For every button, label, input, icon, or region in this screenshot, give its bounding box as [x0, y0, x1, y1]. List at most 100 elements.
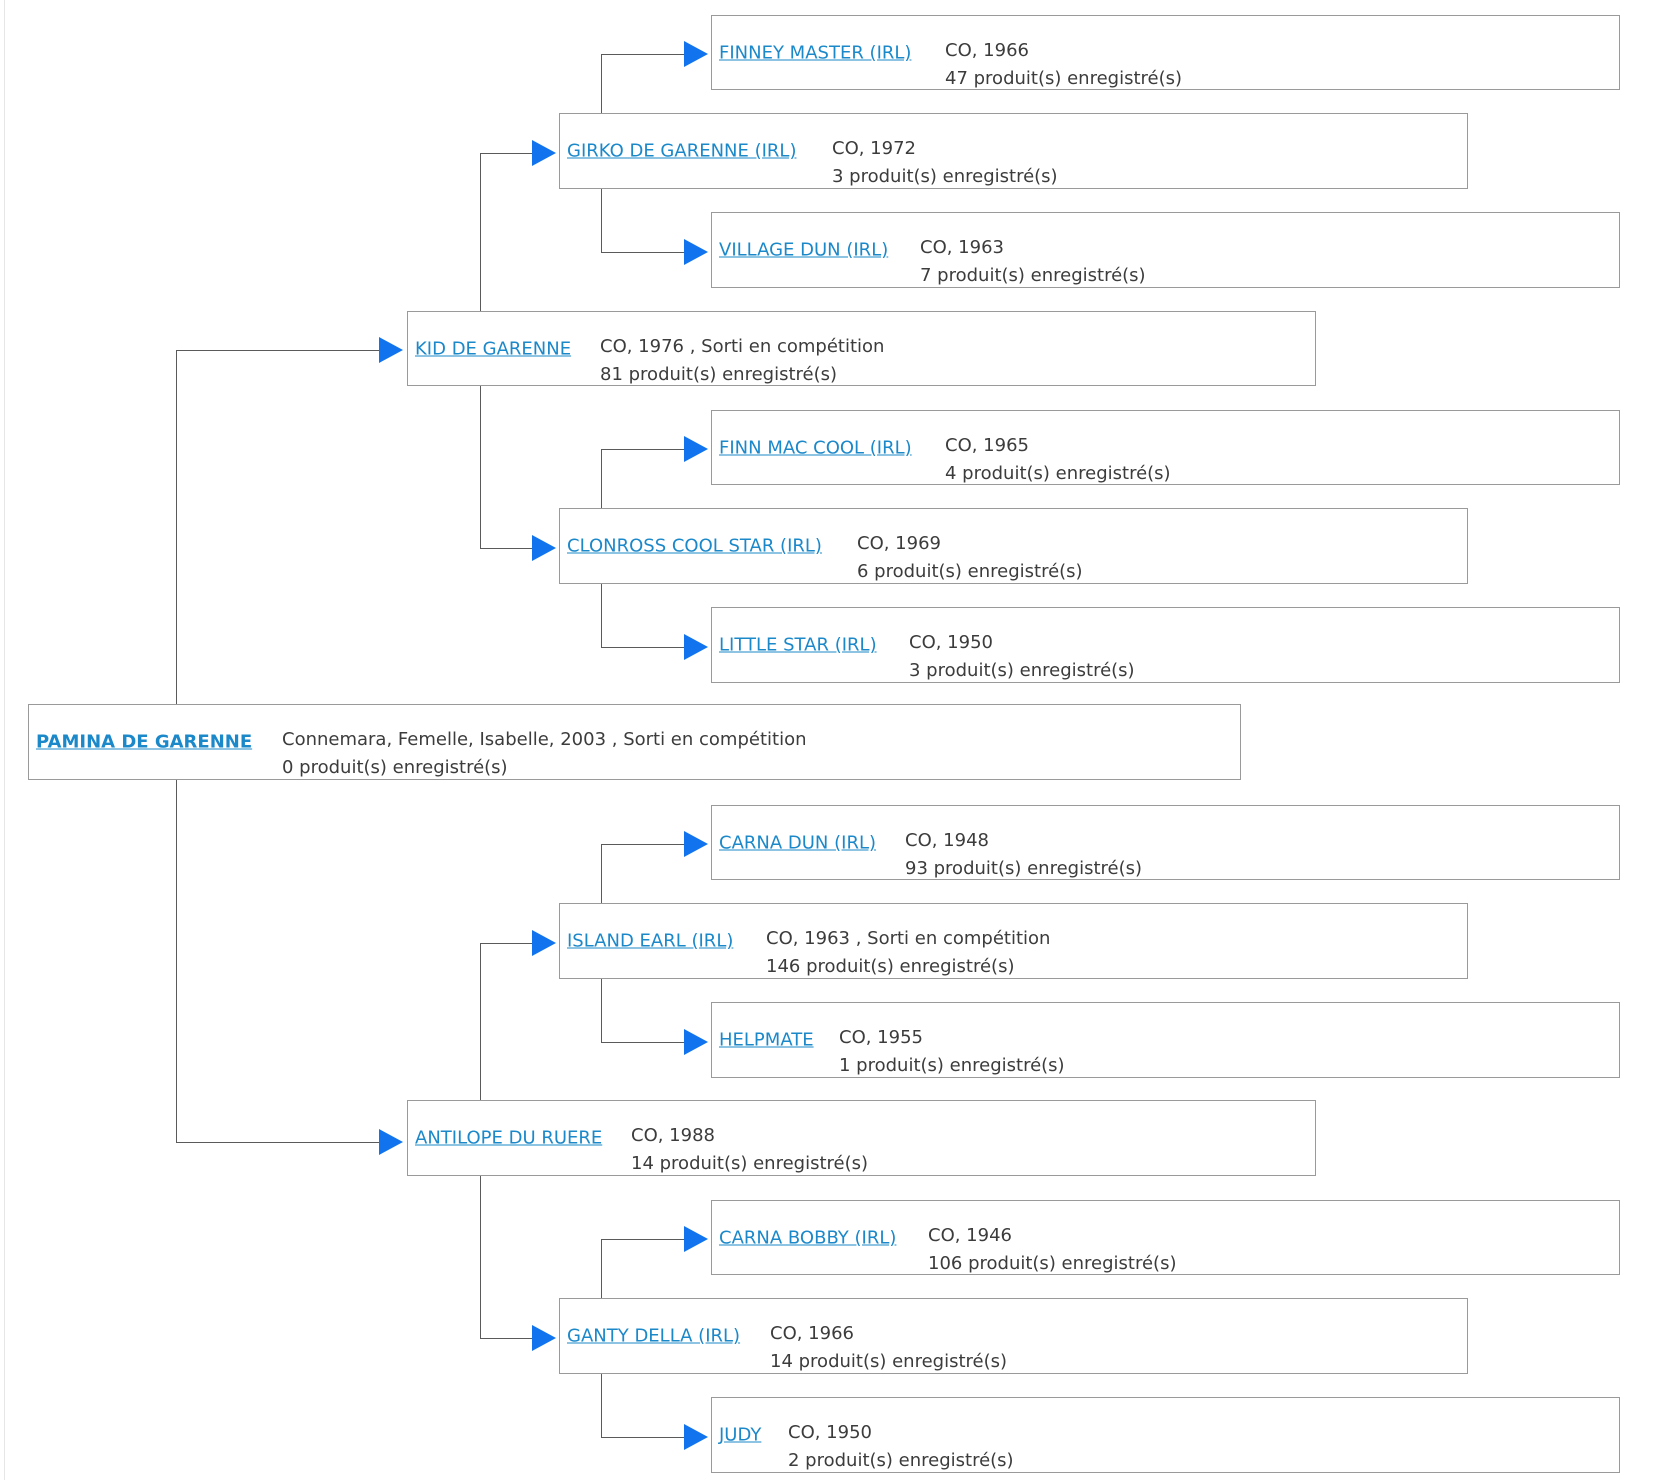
arrow-right-icon	[379, 1129, 403, 1155]
horse-details: CO, 1969	[857, 533, 941, 554]
horse-link-sire-dam-dam[interactable]: LITTLE STAR (IRL)	[719, 634, 877, 656]
horse-card-sire-sire-dam: VILLAGE DUN (IRL) CO, 1963 7 produit(s) …	[711, 212, 1620, 288]
horse-offspring-count: 106 produit(s) enregistré(s)	[928, 1253, 1177, 1274]
horse-link-dam-sire[interactable]: ISLAND EARL (IRL)	[567, 930, 734, 952]
connector-line	[601, 844, 687, 845]
connector-line	[480, 153, 535, 154]
left-frame-border	[4, 0, 5, 1480]
horse-card-sire-dam-sire: FINN MAC COOL (IRL) CO, 1965 4 produit(s…	[711, 410, 1620, 485]
connector-line	[480, 1176, 481, 1338]
arrow-right-icon	[684, 831, 708, 857]
horse-info: CO, 1966 14 produit(s) enregistré(s)	[770, 1320, 1007, 1376]
horse-info: CO, 1950 2 produit(s) enregistré(s)	[788, 1419, 1014, 1475]
horse-link-sire-sire-sire[interactable]: FINNEY MASTER (IRL)	[719, 42, 912, 64]
horse-offspring-count: 1 produit(s) enregistré(s)	[839, 1055, 1065, 1076]
horse-details: Connemara, Femelle, Isabelle, 2003 , Sor…	[282, 729, 807, 750]
horse-offspring-count: 0 produit(s) enregistré(s)	[282, 757, 508, 778]
horse-link-dam-dam[interactable]: GANTY DELLA (IRL)	[567, 1325, 741, 1347]
connector-line	[480, 943, 535, 944]
connector-line	[601, 189, 602, 252]
horse-card-sire-sire: GIRKO DE GARENNE (IRL) CO, 1972 3 produi…	[559, 113, 1468, 189]
horse-link-dam-sire-sire[interactable]: CARNA DUN (IRL)	[719, 832, 876, 854]
horse-offspring-count: 6 produit(s) enregistré(s)	[857, 561, 1083, 582]
horse-info: CO, 1976 , Sorti en compétition 81 produ…	[600, 333, 884, 389]
horse-offspring-count: 81 produit(s) enregistré(s)	[600, 364, 838, 385]
horse-link-sire-sire[interactable]: GIRKO DE GARENNE (IRL)	[567, 140, 797, 162]
horse-card-dam: ANTILOPE DU RUERE CO, 1988 14 produit(s)…	[407, 1100, 1316, 1176]
horse-link-sire-sire-dam[interactable]: VILLAGE DUN (IRL)	[719, 239, 889, 261]
connector-line	[480, 153, 481, 311]
horse-info: CO, 1946 106 produit(s) enregistré(s)	[928, 1222, 1176, 1278]
horse-info: CO, 1950 3 produit(s) enregistré(s)	[909, 629, 1135, 685]
horse-offspring-count: 14 produit(s) enregistré(s)	[770, 1351, 1008, 1372]
connector-line	[601, 647, 687, 648]
horse-card-dam-sire: ISLAND EARL (IRL) CO, 1963 , Sorti en co…	[559, 903, 1468, 979]
horse-info: CO, 1966 47 produit(s) enregistré(s)	[945, 37, 1182, 93]
horse-info: Connemara, Femelle, Isabelle, 2003 , Sor…	[282, 726, 807, 782]
horse-link-root[interactable]: PAMINA DE GARENNE	[36, 731, 253, 753]
horse-details: CO, 1955	[839, 1027, 923, 1048]
connector-line	[601, 1239, 602, 1298]
horse-offspring-count: 2 produit(s) enregistré(s)	[788, 1450, 1014, 1471]
arrow-right-icon	[379, 337, 403, 363]
connector-line	[601, 1374, 602, 1437]
arrow-right-icon	[532, 535, 556, 561]
horse-info: CO, 1988 14 produit(s) enregistré(s)	[631, 1122, 868, 1178]
horse-details: CO, 1963	[920, 237, 1004, 258]
horse-details: CO, 1972	[832, 138, 916, 159]
connector-line	[480, 548, 535, 549]
horse-info: CO, 1948 93 produit(s) enregistré(s)	[905, 827, 1142, 883]
arrow-right-icon	[684, 1226, 708, 1252]
arrow-right-icon	[532, 930, 556, 956]
horse-offspring-count: 93 produit(s) enregistré(s)	[905, 858, 1143, 879]
connector-line	[601, 1042, 687, 1043]
horse-card-dam-dam-dam: JUDY CO, 1950 2 produit(s) enregistré(s)	[711, 1397, 1620, 1473]
horse-details: CO, 1950	[788, 1422, 872, 1443]
connector-line	[480, 1338, 535, 1339]
horse-details: CO, 1988	[631, 1125, 715, 1146]
connector-line	[601, 54, 602, 113]
connector-line	[176, 350, 177, 704]
horse-card-sire: KID DE GARENNE CO, 1976 , Sorti en compé…	[407, 311, 1316, 386]
horse-details: CO, 1966	[770, 1323, 854, 1344]
horse-details: CO, 1963 , Sorti en compétition	[766, 928, 1051, 949]
horse-card-sire-sire-sire: FINNEY MASTER (IRL) CO, 1966 47 produit(…	[711, 15, 1620, 90]
horse-card-dam-dam-sire: CARNA BOBBY (IRL) CO, 1946 106 produit(s…	[711, 1200, 1620, 1275]
horse-info: CO, 1965 4 produit(s) enregistré(s)	[945, 432, 1171, 488]
horse-link-dam-sire-dam[interactable]: HELPMATE	[719, 1029, 814, 1051]
horse-card-dam-sire-sire: CARNA DUN (IRL) CO, 1948 93 produit(s) e…	[711, 805, 1620, 880]
arrow-right-icon	[532, 1325, 556, 1351]
horse-card-sire-dam-dam: LITTLE STAR (IRL) CO, 1950 3 produit(s) …	[711, 607, 1620, 683]
arrow-right-icon	[684, 41, 708, 67]
connector-line	[601, 252, 687, 253]
horse-link-dam-dam-sire[interactable]: CARNA BOBBY (IRL)	[719, 1227, 897, 1249]
arrow-right-icon	[684, 1029, 708, 1055]
horse-link-dam-dam-dam[interactable]: JUDY	[719, 1424, 762, 1446]
horse-info: CO, 1963 7 produit(s) enregistré(s)	[920, 234, 1146, 290]
connector-line	[480, 386, 481, 548]
connector-line	[601, 844, 602, 903]
horse-card-dam-dam: GANTY DELLA (IRL) CO, 1966 14 produit(s)…	[559, 1298, 1468, 1374]
connector-line	[176, 1142, 382, 1143]
horse-card-root: PAMINA DE GARENNE Connemara, Femelle, Is…	[28, 704, 1241, 780]
arrow-right-icon	[684, 634, 708, 660]
horse-offspring-count: 146 produit(s) enregistré(s)	[766, 956, 1015, 977]
connector-line	[601, 54, 687, 55]
horse-link-sire-dam[interactable]: CLONROSS COOL STAR (IRL)	[567, 535, 822, 557]
connector-line	[601, 1437, 687, 1438]
horse-offspring-count: 7 produit(s) enregistré(s)	[920, 265, 1146, 286]
horse-offspring-count: 3 produit(s) enregistré(s)	[832, 166, 1058, 187]
horse-link-sire-dam-sire[interactable]: FINN MAC COOL (IRL)	[719, 437, 912, 459]
horse-details: CO, 1948	[905, 830, 989, 851]
horse-info: CO, 1969 6 produit(s) enregistré(s)	[857, 530, 1083, 586]
connector-line	[601, 449, 687, 450]
arrow-right-icon	[532, 140, 556, 166]
horse-details: CO, 1965	[945, 435, 1029, 456]
horse-info: CO, 1972 3 produit(s) enregistré(s)	[832, 135, 1058, 191]
horse-link-sire[interactable]: KID DE GARENNE	[415, 338, 572, 360]
connector-line	[176, 780, 177, 1143]
horse-details: CO, 1950	[909, 632, 993, 653]
horse-link-dam[interactable]: ANTILOPE DU RUERE	[415, 1127, 603, 1149]
horse-info: CO, 1955 1 produit(s) enregistré(s)	[839, 1024, 1065, 1080]
